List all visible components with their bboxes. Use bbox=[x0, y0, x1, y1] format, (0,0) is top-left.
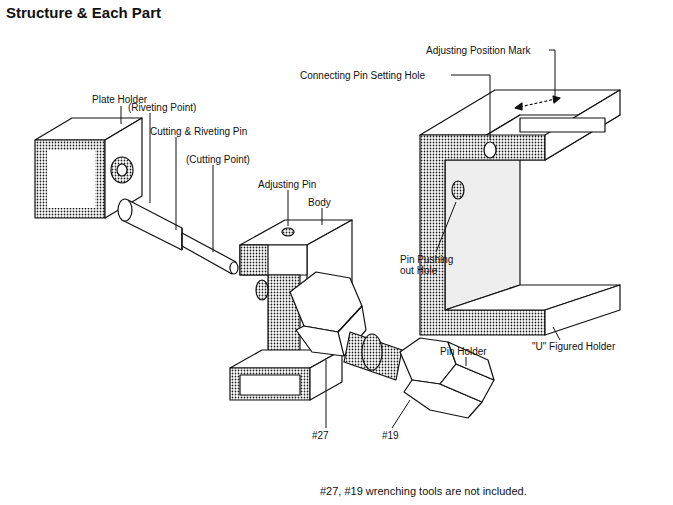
leader-lines bbox=[121, 50, 560, 428]
part-label: Adjusting Pin bbox=[258, 179, 316, 190]
part-label: (Riveting Point) bbox=[128, 102, 196, 113]
callout-number: #27 bbox=[312, 430, 329, 441]
part-label: (Cutting Point) bbox=[186, 154, 250, 165]
part-label: Body bbox=[308, 197, 331, 208]
callout-number: #19 bbox=[382, 430, 399, 441]
part-label: Pin Holder bbox=[440, 346, 487, 357]
part-label: Cutting & Riveting Pin bbox=[150, 126, 247, 137]
part-label: Adjusting Position Mark bbox=[426, 45, 531, 56]
part-label: "U" Figured Holder bbox=[532, 341, 615, 352]
diagram-caption: #27, #19 wrenching tools are not include… bbox=[320, 485, 527, 498]
part-label: Pin Pushing out Hole bbox=[400, 254, 464, 276]
part-label: Connecting Pin Setting Hole bbox=[300, 70, 425, 81]
diagram-title: Structure & Each Part bbox=[6, 4, 161, 22]
